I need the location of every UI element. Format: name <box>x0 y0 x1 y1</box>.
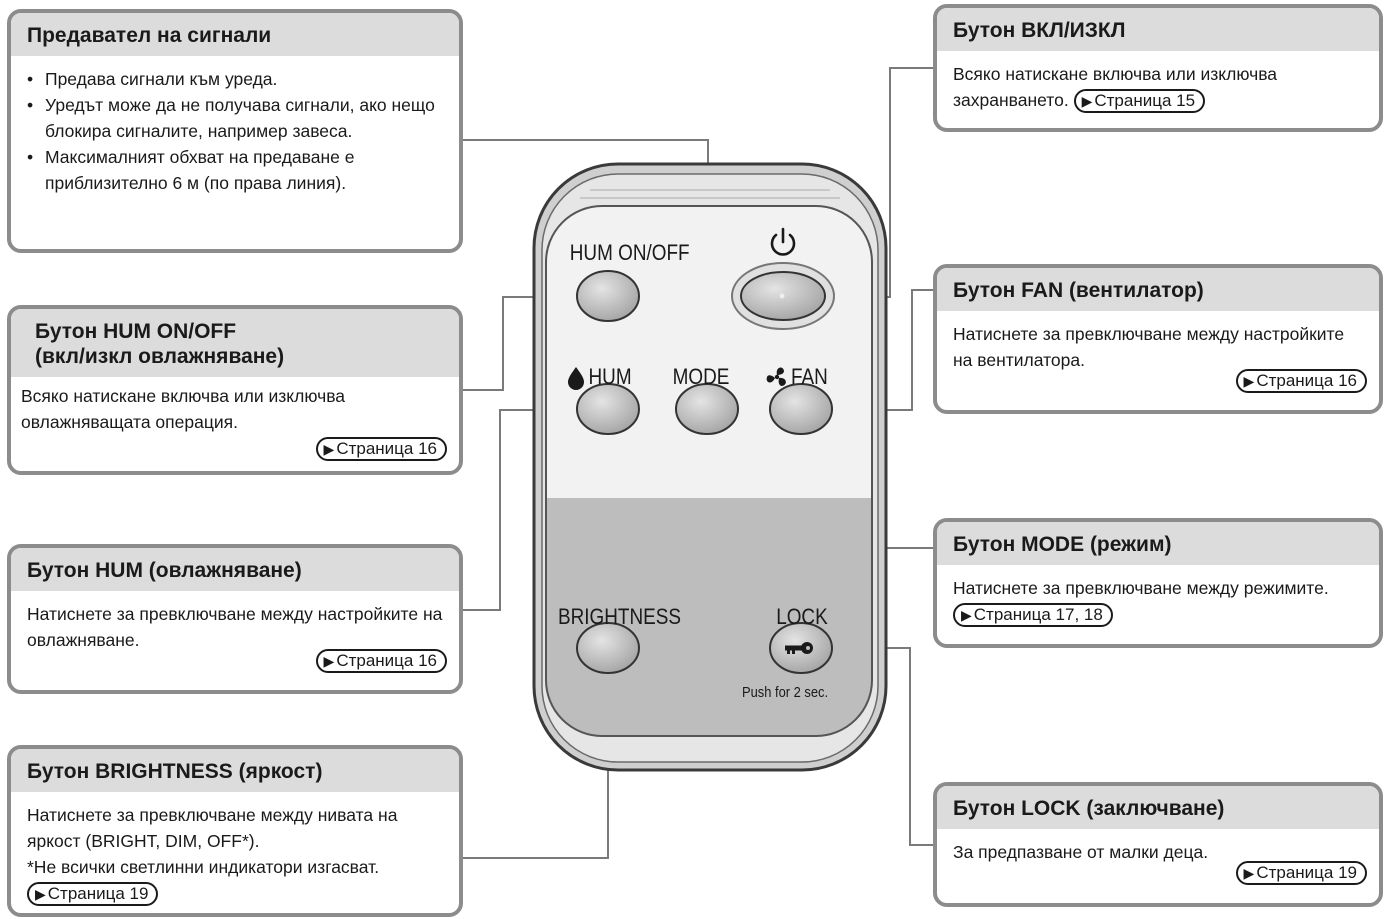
arrow-right-icon: ▶ <box>1243 865 1255 881</box>
arrow-right-icon: ▶ <box>1243 373 1255 389</box>
remote-control <box>532 162 888 772</box>
onoff-page-ref[interactable]: ▶Страница 15 <box>1073 89 1206 113</box>
brightness-title: Бутон BRIGHTNESS (яркост) <box>11 749 459 792</box>
transmitter-title: Предавател на сигнали <box>11 13 459 56</box>
fan-text: Натиснете за превключване между настройк… <box>953 324 1345 370</box>
fan-title: Бутон FAN (вентилатор) <box>937 268 1379 311</box>
transmitter-box: Предавател на сигнали Предава сигнали къ… <box>7 9 463 253</box>
mode-label: MODE <box>672 364 730 389</box>
onoff-box: Бутон ВКЛ/ИЗКЛ Всяко натискане включва и… <box>933 4 1383 132</box>
hum-onoff-text: Всяко натискане включва или изключва овл… <box>21 386 346 432</box>
hum-title: Бутон HUM (овлажняване) <box>11 548 459 591</box>
hum-page-ref[interactable]: ▶Страница 16 <box>315 649 447 673</box>
hum-onoff-subtitle: (вкл/изкл овлажняване) <box>35 345 285 368</box>
hum-onoff-button <box>576 270 640 322</box>
transmitter-bullet: Предава сигнали към уреда. <box>27 66 447 92</box>
lock-label: LOCK <box>776 604 828 629</box>
lock-text: За предпазване от малки деца. <box>953 842 1209 862</box>
brightness-box: Бутон BRIGHTNESS (яркост) Натиснете за п… <box>7 745 463 917</box>
hum-text: Натиснете за превключване между настройк… <box>27 604 443 650</box>
mode-button <box>675 383 739 435</box>
transmitter-bullet: Уредът може да не получава сигнали, ако … <box>27 92 447 144</box>
lock-box: Бутон LOCK (заключване) За предпазване о… <box>933 782 1383 907</box>
brightness-text: Натиснете за превключване между нивата н… <box>27 805 398 851</box>
arrow-right-icon: ▶ <box>323 441 335 457</box>
fan-page-ref[interactable]: ▶Страница 16 <box>1235 369 1367 393</box>
mode-page-ref[interactable]: ▶Страница 17, 18 <box>953 603 1113 627</box>
transmitter-bullet: Максималният обхват на предаване е прибл… <box>27 144 447 196</box>
mode-text: Натиснете за превключване между режимите… <box>953 578 1329 598</box>
lock-hint: Push for 2 sec. <box>742 684 829 701</box>
hum-onoff-page-ref[interactable]: ▶Страница 16 <box>315 437 447 461</box>
arrow-right-icon: ▶ <box>35 886 46 902</box>
key-icon <box>785 642 813 654</box>
mode-title: Бутон MODE (режим) <box>937 522 1379 565</box>
fan-box: Бутон FAN (вентилатор) Натиснете за прев… <box>933 264 1383 414</box>
brightness-note: *Не всички светлинни индикатори изгасват… <box>27 857 380 877</box>
arrow-right-icon: ▶ <box>323 653 335 669</box>
hum-onoff-box: Бутон HUM ON/OFF (вкл/изкл овлажняване) … <box>7 305 463 475</box>
hum-button <box>576 383 640 435</box>
onoff-text: Всяко натискане включва или изключва зах… <box>953 64 1278 110</box>
onoff-title: Бутон ВКЛ/ИЗКЛ <box>937 8 1379 51</box>
arrow-right-icon: ▶ <box>1081 93 1093 109</box>
water-drop-icon <box>568 367 584 390</box>
hum-label: HUM <box>588 364 632 389</box>
brightness-page-ref[interactable]: ▶Страница 19 <box>27 882 159 906</box>
lock-title: Бутон LOCK (заключване) <box>937 786 1379 829</box>
hum-onoff-title: Бутон HUM ON/OFF <box>35 320 237 343</box>
hum-onoff-label: HUM ON/OFF <box>569 240 690 265</box>
arrow-right-icon: ▶ <box>961 607 972 623</box>
brightness-button <box>576 622 640 674</box>
mode-box: Бутон MODE (режим) Натиснете за превключ… <box>933 518 1383 648</box>
transmitter-leader <box>463 139 709 165</box>
brightness-label: BRIGHTNESS <box>558 604 682 629</box>
lock-page-ref[interactable]: ▶Страница 19 <box>1235 861 1367 885</box>
fan-icon <box>766 367 786 386</box>
hum-box: Бутон HUM (овлажняване) Натиснете за пре… <box>7 544 463 694</box>
fan-button <box>769 383 833 435</box>
fan-label: FAN <box>790 364 828 389</box>
power-icon <box>770 227 796 256</box>
